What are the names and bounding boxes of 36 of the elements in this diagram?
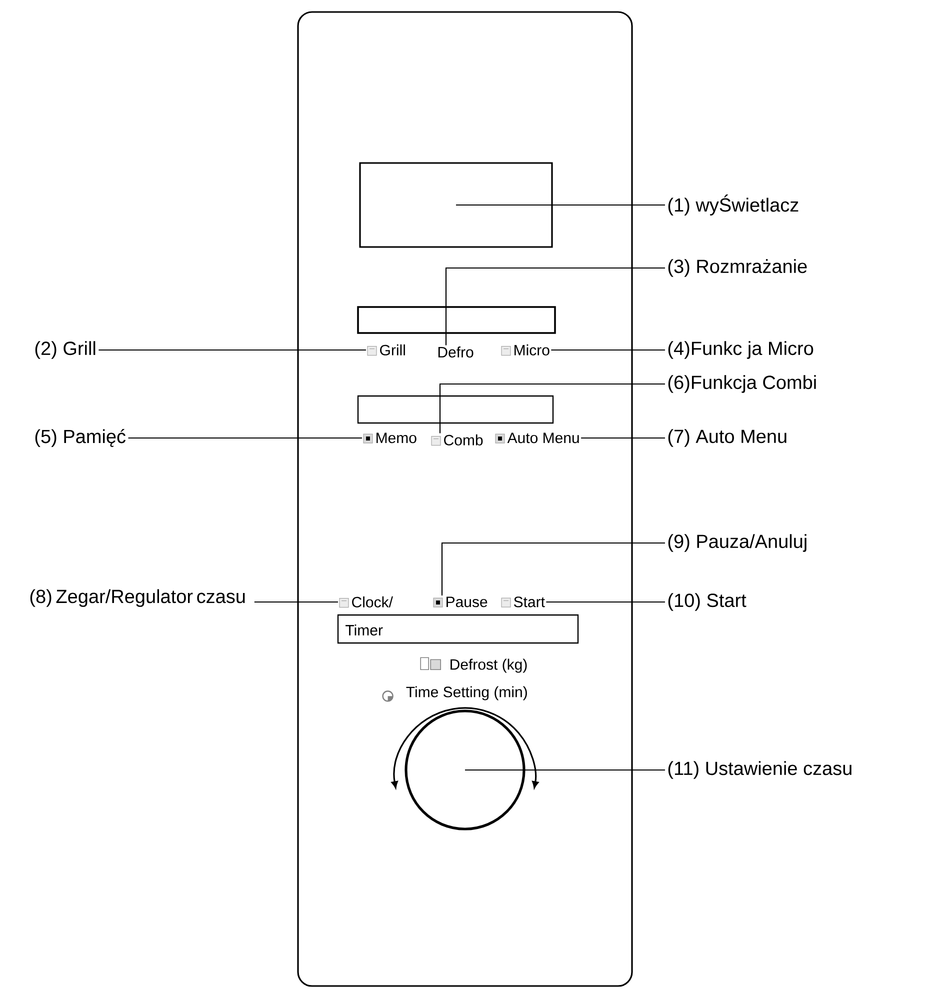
leader-line — [441, 542, 665, 596]
button-label: Start — [501, 596, 545, 608]
callout-text: (4)Funkc ja Micro — [668, 341, 814, 359]
button-label: Auto Menu — [495, 432, 579, 444]
callout-text: (10) Start — [668, 593, 746, 611]
display-window — [359, 162, 553, 248]
button-label: Defro — [438, 346, 474, 358]
button-label: Pause — [433, 596, 488, 608]
leader-line — [445, 267, 665, 346]
callout-text: (5) Pamięć — [35, 429, 126, 447]
callout-text: (9) Pauza/Anuluj — [668, 534, 806, 552]
callout-text: (2) Grill — [35, 341, 96, 359]
leader-line — [465, 769, 665, 771]
callout-text: (3) Rozmrażanie — [668, 259, 807, 277]
callout-text: (6)Funkcja Combi — [668, 375, 816, 393]
time-setting-label: Time Setting (min) — [382, 686, 527, 702]
leader-line — [551, 349, 665, 351]
button-label: Memo — [363, 432, 416, 444]
button-label: Comb — [431, 434, 483, 446]
leader-line — [254, 601, 338, 603]
leader-line — [581, 437, 665, 439]
leader-line — [546, 601, 665, 603]
leader-line — [98, 349, 366, 351]
dial-knob — [404, 710, 526, 830]
defrost-label: Defrost (kg) — [420, 657, 527, 673]
leader-line — [439, 383, 665, 434]
leader-line — [456, 204, 665, 206]
leader-line — [128, 437, 362, 439]
callout-text: (11) Ustawienie czasu — [668, 761, 852, 779]
button-label: Grill — [367, 344, 405, 356]
callout-text: (1) wyŚwietlacz — [668, 194, 798, 216]
button-label: Micro — [501, 344, 550, 356]
callout-text: (8) Zegar/Regulator czasu — [30, 589, 245, 607]
button-label: Clock/ — [339, 596, 393, 608]
timer-slot: Timer — [337, 614, 579, 644]
callout-text: (7) Auto Menu — [668, 429, 786, 447]
